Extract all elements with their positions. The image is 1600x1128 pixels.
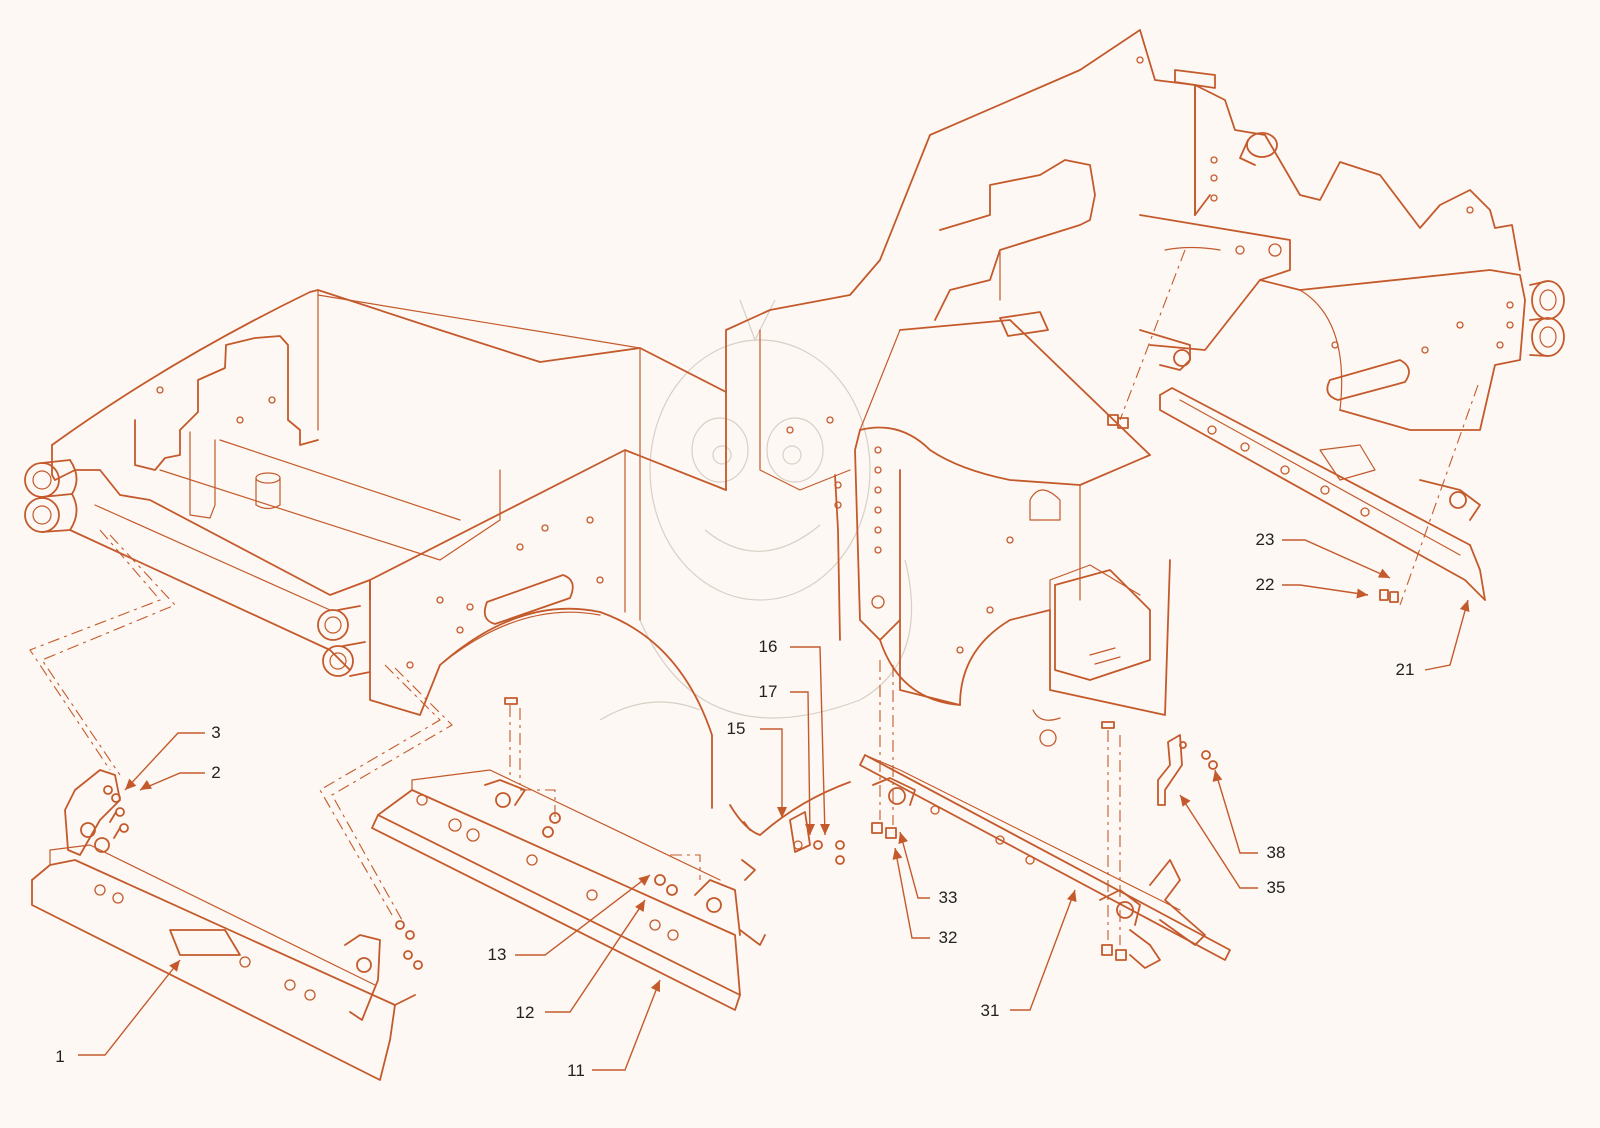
callout-leader-22 [1282, 584, 1369, 596]
callout-arrow-16 [820, 824, 830, 835]
callout-leader-31 [1010, 889, 1076, 1011]
left-rollers-rear [24, 459, 78, 533]
callout-leader-15 [760, 728, 783, 818]
callout-arrow-35 [1180, 795, 1191, 807]
callout-label-2: 2 [211, 763, 220, 782]
right-rollers [1529, 280, 1565, 357]
callout-arrow-17 [805, 824, 815, 835]
callout-arrow-15 [777, 807, 787, 818]
watermark-mascot [599, 299, 913, 721]
callout-label-22: 22 [1256, 575, 1275, 594]
center-body-panel [725, 29, 1196, 747]
callout-arrow-22 [1356, 588, 1368, 599]
callout-label-33: 33 [939, 888, 958, 907]
callout-leader-21 [1424, 599, 1469, 671]
callout-arrow-1 [169, 960, 180, 972]
callout-label-21: 21 [1396, 660, 1415, 679]
part-31-bumper-assembly [859, 660, 1231, 969]
callout-arrow-32 [892, 848, 903, 860]
callout-leader-lines [78, 539, 1470, 1071]
callout-leader-32 [894, 847, 930, 939]
callout-label-13: 13 [488, 945, 507, 964]
callout-label-15: 15 [727, 719, 746, 738]
callout-leader-33 [899, 831, 930, 899]
callout-label-12: 12 [516, 1003, 535, 1022]
callout-label-32: 32 [939, 928, 958, 947]
callout-leader-2 [139, 772, 205, 791]
callout-leader-35 [1179, 794, 1258, 889]
callout-label-35: 35 [1267, 878, 1286, 897]
callout-leader-12 [545, 899, 646, 1013]
callout-leader-1 [78, 959, 181, 1056]
callout-leader-23 [1282, 539, 1391, 579]
callout-label-1: 1 [55, 1047, 64, 1066]
callout-label-11: 11 [567, 1061, 585, 1080]
part-1-bumper-assembly [29, 529, 453, 1081]
callout-label-31: 31 [981, 1001, 1000, 1020]
callout-arrow-3 [125, 778, 137, 790]
callout-arrow-12 [635, 900, 645, 913]
callout-arrow-33 [898, 832, 908, 844]
fastener-washers-3 [103, 785, 121, 803]
callout-arrow-21 [1459, 600, 1470, 612]
callout-label-38: 38 [1267, 843, 1286, 862]
callout-arrow-38 [1212, 770, 1223, 782]
left-rollers-front [317, 605, 371, 677]
fastener-bolts-right [395, 920, 423, 970]
parts-15-16-17-bracket [729, 781, 851, 865]
callout-arrow-2 [140, 780, 153, 790]
callout-label-16: 16 [759, 637, 778, 656]
callout-arrow-31 [1067, 890, 1077, 902]
callout-leader-11 [592, 979, 661, 1071]
left-chassis-frame [24, 289, 727, 809]
part-11-bumper-assembly [371, 697, 766, 1011]
callout-label-17: 17 [759, 682, 778, 701]
callout-arrow-23 [1377, 568, 1390, 578]
callout-arrow-11 [650, 980, 660, 993]
callout-label-3: 3 [211, 723, 220, 742]
callout-arrow-13 [638, 875, 650, 886]
parts-35-38-bracket [1157, 734, 1218, 806]
callout-leader-38 [1214, 769, 1258, 854]
callout-label-23: 23 [1256, 530, 1275, 549]
callout-leader-17 [790, 691, 811, 836]
callout-leader-13 [515, 874, 651, 956]
fastener-bolts-2 [109, 807, 129, 839]
right-chassis-frame [934, 56, 1565, 606]
callout-leader-16 [790, 646, 826, 836]
callout-leader-3 [124, 732, 205, 791]
